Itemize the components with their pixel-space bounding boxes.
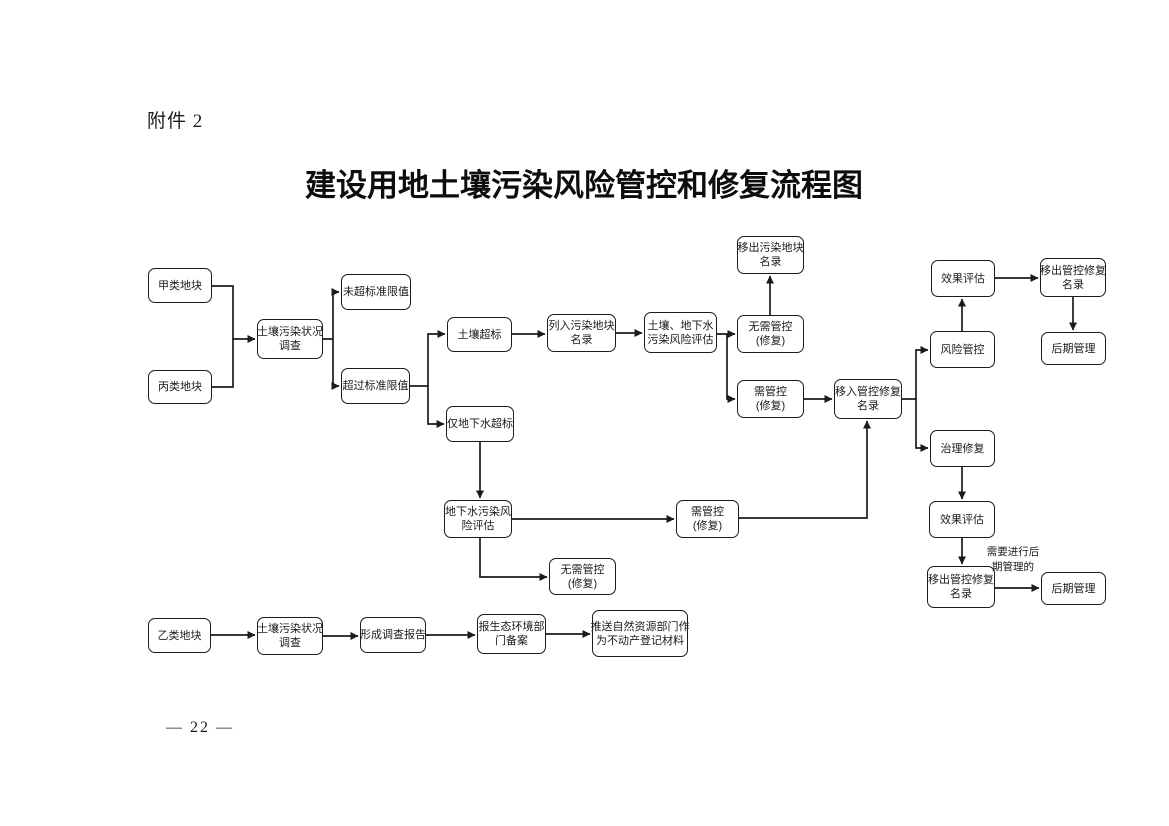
node-eco-environment-filing-label: 报生态环境部 [478,621,545,633]
node-soil-pollution-survey-label: 调查 [279,340,301,352]
node-no-control-needed-upper-label: (修复) [755,335,786,347]
node-groundwater-risk-assessment-label: 险评估 [461,520,495,532]
connector-control-needed-lower-to-added-to-control-list [739,420,871,519]
node-removed-control-list-lower: 移出管控修复名录 [927,566,995,608]
connector-groundwater-risk-assessment-to-no-control-needed-lower [479,538,548,581]
node-eco-environment-filing-label: 门备案 [495,635,528,647]
node-removed-control-list-upper-label: 名录 [1062,278,1084,291]
node-removed-polluted-list-label: 移出污染地块 [737,242,804,254]
node-control-needed-upper: 需管控 (修复) [737,380,804,418]
node-real-estate-registration-label: 为不动产登记材料 [596,634,684,647]
node-treatment-restoration: 治理修复 [930,430,995,467]
node-soil-exceeds-standard-label: 土壤超标 [457,328,502,341]
node-not-exceeding-limit: 未超标准限值 [341,274,411,310]
node-listed-polluted-plots: 列入污染地块名录 [547,314,616,352]
connector-added-to-control-list-to-treatment-restoration [915,399,929,452]
node-real-estate-registration-label: 推送自然资源部门作 [590,620,690,633]
node-no-control-needed-upper-label: 无需管控 [748,321,793,333]
node-treatment-restoration-label: 治理修复 [940,442,985,455]
attachment-label: 附件 2 [147,111,204,132]
page-number: — 22 — [166,719,234,736]
node-class-b-plot: 乙类地块 [148,618,211,653]
node-class-b-plot-label: 乙类地块 [157,629,202,642]
node-control-needed-lower: 需管控 (修复) [676,500,739,538]
node-added-to-control-list-label: 名录 [857,400,879,412]
node-removed-control-list-upper: 移出管控修复名录 [1040,258,1106,297]
node-removed-control-list-lower-label: 名录 [950,588,972,600]
node-groundwater-risk-assessment: 地下水污染风险评估 [444,500,512,538]
connector-soil-groundwater-risk-assessment-to-control-needed-upper [726,334,736,403]
node-soil-pollution-survey: 土壤污染状况调查 [257,319,323,359]
node-soil-pollution-survey-b: 土壤污染状况调查 [257,617,323,655]
node-control-needed-lower-label: 需管控 [691,506,724,518]
node-not-exceeding-limit-label: 未超标准限值 [343,286,409,298]
node-class-a-plot-label: 甲类地块 [158,279,202,292]
node-effect-evaluation-upper: 效果评估 [931,260,995,297]
node-exceeding-limit: 超过标准限值 [341,368,410,404]
connector-exceeding-limit-to-only-groundwater-exceeds [427,386,445,428]
node-later-management-upper-label: 后期管理 [1051,342,1096,355]
node-removed-polluted-list: 移出污染地块名录 [737,236,804,274]
node-control-needed-upper-label: (修复) [755,400,786,412]
node-removed-polluted-list-label: 名录 [759,256,782,268]
node-class-a-plot: 甲类地块 [148,268,212,303]
edge-label-needs-post-management: 需要进行后期管理的 [986,546,1040,573]
node-soil-groundwater-risk-assessment-label: 污染风险评估 [647,333,714,346]
node-soil-groundwater-risk-assessment: 土壤、地下水污染风险评估 [644,312,717,353]
node-no-control-needed-lower-label: (修复) [567,577,598,590]
node-risk-control: 风险管控 [930,331,995,368]
connector-exceeding-limit-to-soil-exceeds-standard [410,330,446,387]
connector-soil-pollution-survey-to-exceeding-limit [331,339,340,390]
node-listed-polluted-plots-label: 列入污染地块 [548,320,615,332]
node-soil-pollution-survey-b-label: 调查 [279,637,301,649]
node-eco-environment-filing: 报生态环境部门备案 [477,614,546,654]
node-groundwater-risk-assessment-label: 地下水污染风 [445,506,511,518]
connector-class-c-plot-to-soil-pollution-survey [212,339,234,388]
node-effect-evaluation-lower: 效果评估 [929,501,995,538]
node-control-needed-upper-label: 需管控 [754,386,787,398]
node-control-needed-lower-label: (修复) [692,520,723,532]
node-removed-control-list-lower-label: 移出管控修复 [928,574,994,586]
node-no-control-needed-lower: 无需管控(修复) [549,558,616,595]
node-only-groundwater-exceeds-label: 仅地下水超标 [447,418,513,430]
page-title: 建设用地土壤污染风险管控和修复流程图 [305,168,863,203]
connector-added-to-control-list-to-risk-control [902,346,929,400]
node-soil-pollution-survey-label: 土壤污染状况 [257,326,323,338]
node-only-groundwater-exceeds: 仅地下水超标 [446,406,514,442]
node-added-to-control-list: 移入管控修复名录 [834,379,902,419]
node-no-control-needed-lower-label: 无需管控 [560,563,605,576]
connector-class-a-plot-to-soil-pollution-survey [212,285,256,343]
node-added-to-control-list-label: 移入管控修复 [835,386,901,398]
connector-soil-pollution-survey-to-not-exceeding-limit [323,288,340,340]
node-soil-groundwater-risk-assessment-label: 土壤、地下水 [647,319,714,332]
node-survey-report-label: 形成调查报告 [360,629,426,641]
node-risk-control-label: 风险管控 [940,343,985,356]
node-listed-polluted-plots-label: 名录 [570,334,593,346]
node-soil-exceeds-standard: 土壤超标 [447,317,512,352]
node-later-management-upper: 后期管理 [1041,332,1106,365]
node-removed-control-list-upper-label: 移出管控修复 [1040,264,1106,277]
node-real-estate-registration: 推送自然资源部门作为不动产登记材料 [590,610,690,657]
node-effect-evaluation-upper-label: 效果评估 [941,272,985,285]
node-survey-report: 形成调查报告 [360,617,426,653]
node-exceeding-limit-label: 超过标准限值 [342,380,409,392]
node-class-c-plot: 丙类地块 [148,370,212,404]
node-no-control-needed-upper: 无需管控 (修复) [737,315,804,353]
node-later-management-lower-label: 后期管理 [1051,582,1096,595]
node-effect-evaluation-lower-label: 效果评估 [940,513,984,526]
node-class-c-plot-label: 丙类地块 [158,381,202,393]
node-later-management-lower: 后期管理 [1041,572,1106,605]
node-soil-pollution-survey-b-label: 土壤污染状况 [257,623,323,635]
